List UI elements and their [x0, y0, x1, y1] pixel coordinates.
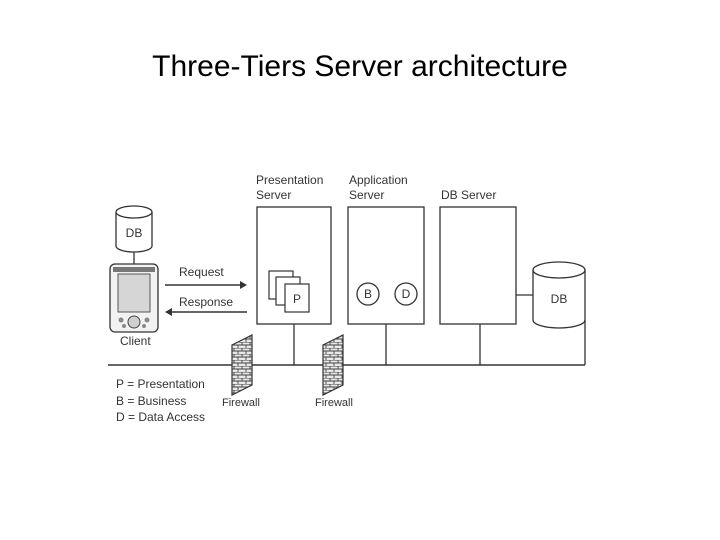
client-db-cylinder: DB	[115, 205, 153, 253]
presentation-pages-icon	[268, 270, 310, 313]
firewall-right-label: Firewall	[315, 397, 353, 409]
server-db-label: DB	[551, 292, 568, 306]
application-server-label-line2: Server	[349, 188, 384, 202]
legend-presentation: P = Presentation	[116, 377, 205, 391]
response-label: Response	[179, 295, 233, 309]
presentation-server-label-line2: Server	[256, 188, 291, 202]
request-arrow	[165, 281, 247, 289]
firewall-left-icon	[231, 334, 253, 396]
slide-title: Three-Tiers Server architecture	[152, 50, 568, 83]
application-server-box	[347, 206, 425, 325]
presentation-server-label-line1: Presentation	[256, 173, 323, 187]
legend-business: B = Business	[116, 394, 186, 408]
db-server-box	[439, 206, 517, 325]
data-access-label: D	[402, 287, 411, 301]
pda-device-icon	[109, 263, 159, 333]
legend-data-access: D = Data Access	[116, 410, 205, 424]
client-db-label: DB	[126, 226, 143, 240]
response-arrow	[165, 308, 247, 316]
request-label: Request	[179, 265, 224, 279]
application-server-label-line1: Application	[349, 173, 408, 187]
data-access-circle	[394, 282, 418, 306]
client-label: Client	[120, 334, 151, 348]
firewall-left-label: Firewall	[222, 397, 260, 409]
business-label: B	[364, 287, 372, 301]
business-circle	[356, 282, 380, 306]
db-server-label: DB Server	[441, 188, 496, 202]
firewall-right-icon	[322, 334, 344, 396]
server-db-cylinder	[532, 261, 586, 329]
presentation-page-label: P	[293, 292, 301, 306]
